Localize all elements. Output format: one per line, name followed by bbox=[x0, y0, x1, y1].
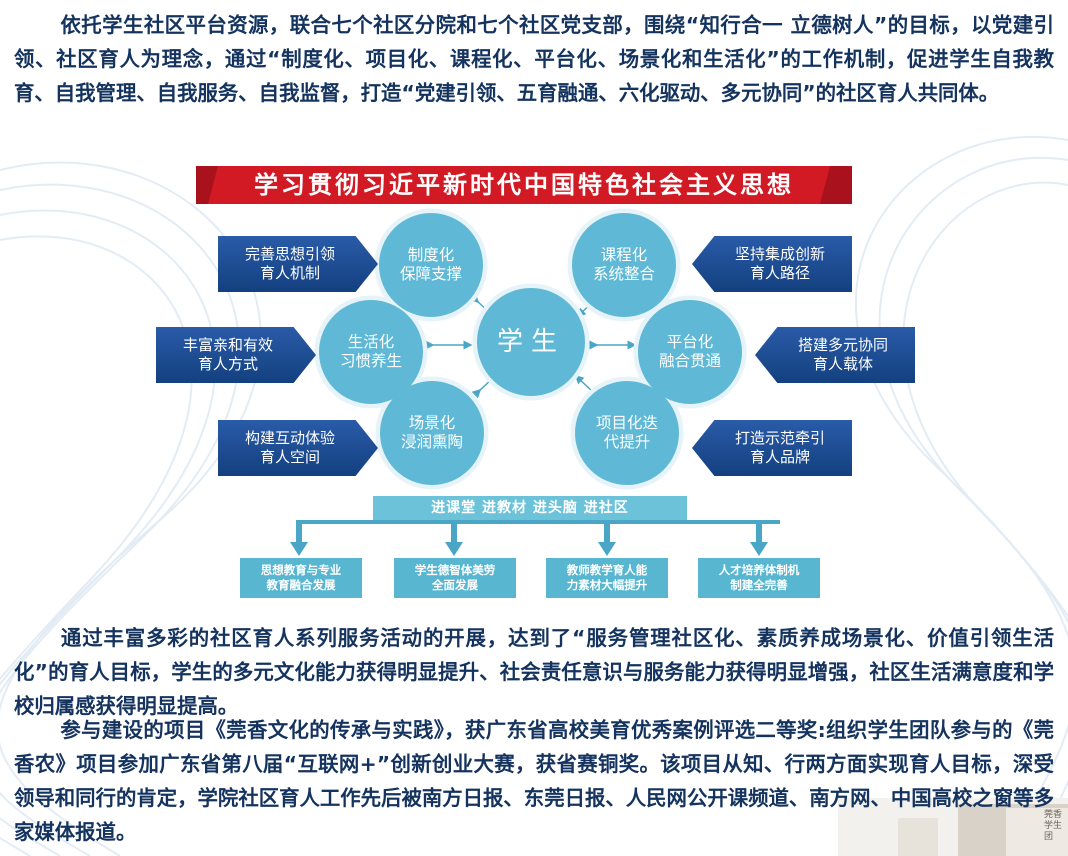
banner-title: 学习贯彻习近平新时代中国特色社会主义思想 bbox=[254, 171, 794, 199]
circle-system: 制度化保障支撑 bbox=[379, 213, 483, 317]
corner-photo: 莞香 学生团 bbox=[838, 798, 1068, 856]
intro-paragraph: 依托学生社区平台资源，联合七个社区分院和七个社区党支部，围绕“知行合一 立德树人… bbox=[14, 13, 1054, 105]
circle-life: 生活化习惯养生 bbox=[319, 300, 423, 404]
arrow-box-rich-methods: 丰富亲和有效育人方式 bbox=[156, 327, 316, 383]
diagram-banner: 学习贯彻习近平新时代中国特色社会主义思想 bbox=[196, 166, 852, 204]
arrow-box-interactive-space: 构建互动体验育人空间 bbox=[218, 420, 378, 476]
arrow-box-multi-carrier: 搭建多元协同育人载体 bbox=[755, 327, 915, 383]
awards-paragraph: 参与建设的项目《莞香文化的传承与实践》，获广东省高校美育优秀案例评选二等奖:组织… bbox=[14, 718, 1054, 844]
arrow-box-model-brand: 打造示范牵引育人品牌 bbox=[692, 420, 852, 476]
result-box-teacher-ability: 教师教学育人能力素材大幅提升 bbox=[546, 558, 668, 598]
arrow-box-thought-guidance: 完善思想引领育人机制 bbox=[218, 236, 378, 292]
circle-platform: 平台化融合贯通 bbox=[638, 300, 742, 404]
arrow-box-integrated-innovation: 坚持集成创新育人路径 bbox=[692, 236, 852, 292]
circle-curriculum: 课程化系统整合 bbox=[572, 213, 676, 317]
circle-project: 项目化迭代提升 bbox=[575, 381, 679, 485]
result-box-talent-mechanism: 人才培养体制机制建全完善 bbox=[698, 558, 820, 598]
result-box-all-round-development: 学生德智体美劳全面发展 bbox=[394, 558, 516, 598]
corner-photo-text: 莞香 学生团 bbox=[1044, 810, 1063, 842]
result-box-education-integration: 思想教育与专业教育融合发展 bbox=[240, 558, 362, 598]
results-paragraph: 通过丰富多彩的社区育人系列服务活动的开展，达到了“服务管理社区化、素质养成场景化… bbox=[14, 626, 1054, 718]
circle-scene: 场景化浸润熏陶 bbox=[380, 381, 484, 485]
four-into-bar: 进课堂 进教材 进头脑 进社区 bbox=[373, 496, 687, 520]
circle-student-center: 学生 bbox=[477, 288, 585, 396]
